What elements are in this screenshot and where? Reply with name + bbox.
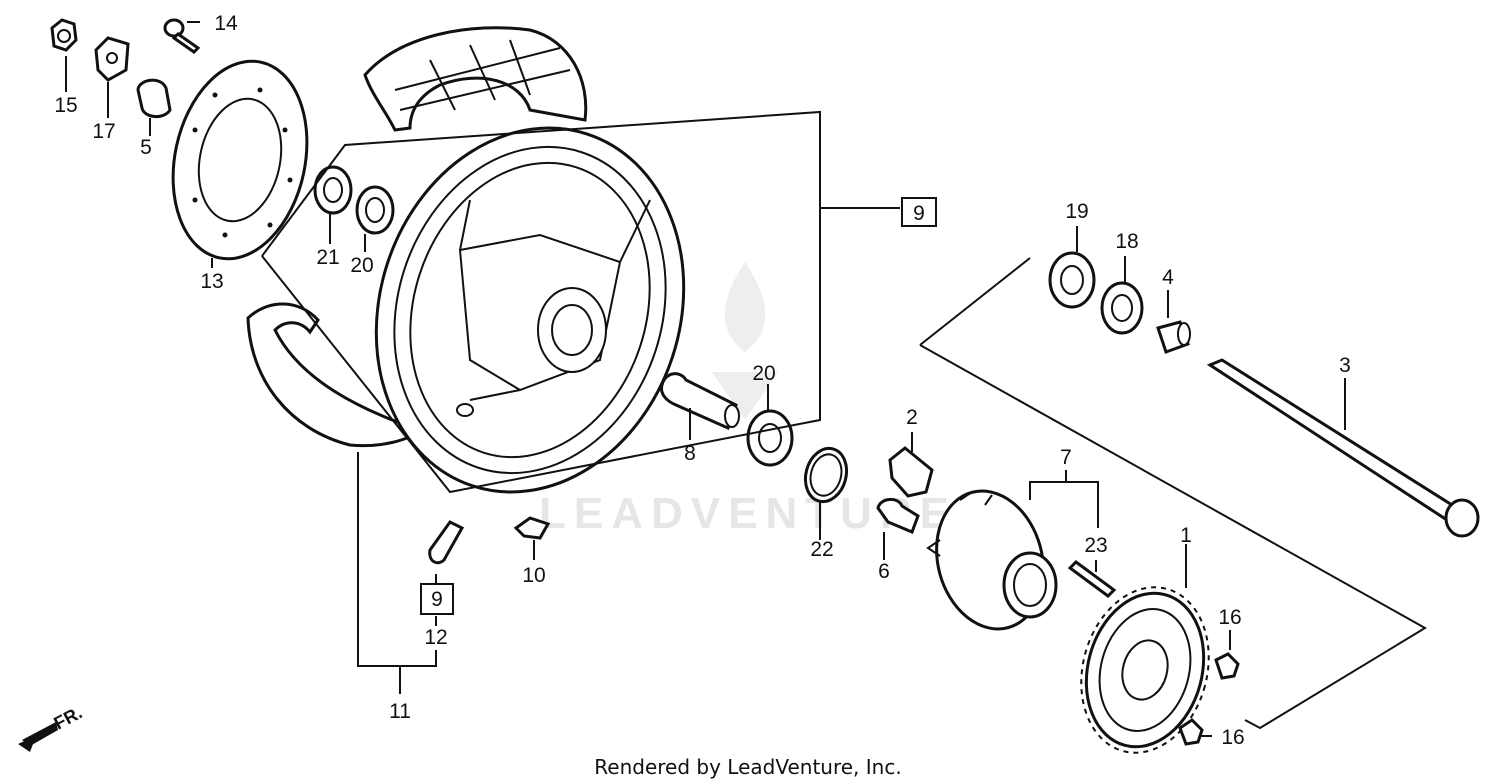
axle-3 [1206,358,1480,538]
oil-seal-18 [1100,281,1144,335]
callout-21: 21 [316,246,339,269]
callout-11: 11 [389,700,411,723]
front-direction-indicator: FR. [18,702,85,752]
wheel [374,126,686,494]
circlip-22 [803,446,849,504]
collar-8 [660,372,740,431]
callout-9-box-lower: 9 [431,588,443,611]
callout-23: 23 [1084,534,1107,557]
bolt-14 [163,18,201,54]
collar-6 [876,498,920,534]
callout-22: 22 [810,538,833,561]
collar-5 [136,78,172,118]
bearing-20-upper [355,185,395,235]
brake-disc [171,59,309,261]
sprocket-1 [1080,586,1210,754]
bearing-20-lower [746,409,794,467]
callout-3: 3 [1339,354,1351,377]
callout-13: 13 [200,270,223,293]
callout-12: 12 [424,626,447,649]
tab-plate-17 [94,36,130,82]
callout-16-lower: 16 [1221,726,1244,749]
hub-7 [926,489,1058,631]
render-credit: Rendered by LeadVenture, Inc. [594,755,901,779]
callout-2: 2 [906,406,918,429]
callout-6: 6 [878,560,890,583]
callout-4: 4 [1162,266,1174,289]
nut-16-lower [1178,718,1204,746]
callout-15: 15 [54,94,77,117]
callout-5: 5 [140,136,152,159]
collar-4 [1156,320,1191,354]
valve-stem-12 [428,520,465,565]
stud-23 [1067,560,1117,598]
bearing-19 [1048,251,1096,309]
callout-1: 1 [1180,524,1192,547]
callout-16-upper: 16 [1218,606,1241,629]
callout-18: 18 [1115,230,1138,253]
tire [246,26,588,448]
bearing-21 [313,165,353,215]
callout-20-lower: 20 [752,362,775,385]
callout-20-upper: 20 [350,254,373,277]
callout-17: 17 [92,120,115,143]
nut-16-upper [1214,652,1240,680]
callout-8: 8 [684,442,696,465]
hex-nut-15 [50,18,78,52]
callout-7: 7 [1060,446,1072,469]
balance-weight-10 [513,516,551,540]
leader-lines [65,21,1427,737]
callout-9-box-upper: 9 [913,202,925,225]
callout-19: 19 [1065,200,1088,223]
callout-10: 10 [522,564,545,587]
callouts: 15 17 14 5 13 21 20 9 19 18 4 3 20 8 2 7… [54,12,1351,749]
callout-14: 14 [214,12,238,35]
damper-2 [888,446,934,498]
